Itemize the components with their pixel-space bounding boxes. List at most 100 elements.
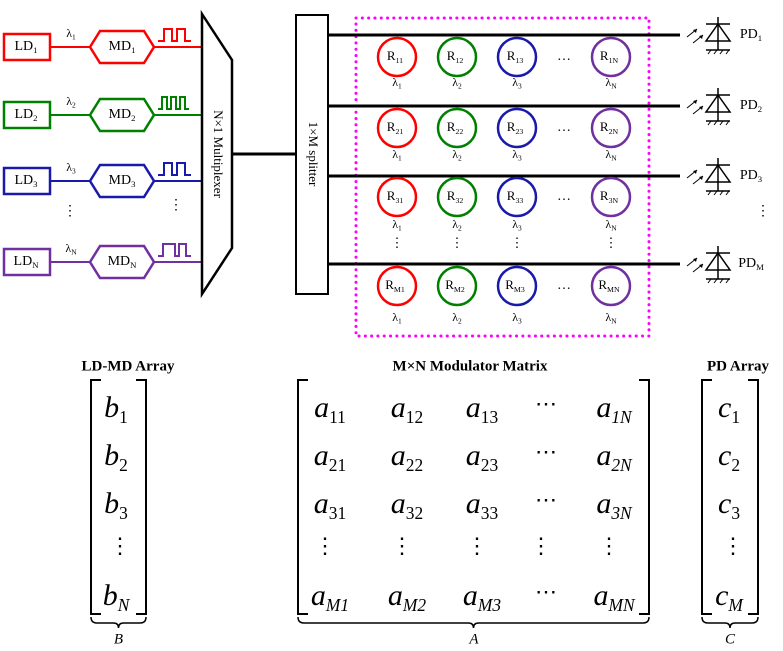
matrix-ellipsis: ⋮ xyxy=(391,533,413,558)
ground-hatch xyxy=(707,120,712,126)
wavelength-label: λ1 xyxy=(66,26,76,42)
photodiode-icon xyxy=(704,22,732,42)
laser-diode-label: LDN xyxy=(14,254,40,270)
ground-hatch xyxy=(707,278,712,284)
laser-diode-box xyxy=(2,32,52,62)
matrix-ellipsis: ⋮ xyxy=(598,533,620,558)
photodiode: PDM xyxy=(686,246,764,284)
matrix-entry: b3 xyxy=(104,487,128,523)
ring-modulator xyxy=(376,265,418,307)
ring-wavelength-label: λ1 xyxy=(392,217,402,233)
ring-modulator xyxy=(590,176,632,218)
ring-modulator xyxy=(590,36,632,78)
matrix-entry: bN xyxy=(103,579,131,615)
ring-wavelength-label: λN xyxy=(605,310,617,326)
ring-wavelength-label: λ1 xyxy=(392,147,402,163)
ground-hatch xyxy=(713,278,718,284)
matrix-entry: aM3 xyxy=(463,579,501,615)
ring-row: R11λ1R12λ2R13λ3R1NλN… xyxy=(328,33,680,91)
matrix-ellipsis: ⋮ xyxy=(530,533,552,558)
ring-row: R31λ1R32λ2R33λ3R3NλN… xyxy=(328,174,680,233)
ring-label: RM3 xyxy=(505,277,525,294)
left-bracket xyxy=(90,379,101,615)
ring-wavelength-label: λN xyxy=(605,217,617,233)
brace-label: C xyxy=(725,631,736,647)
matrix-ellipsis: ⋯ xyxy=(535,439,557,464)
matrix-entry: aMN xyxy=(593,579,635,615)
ring-wavelength-label: λ2 xyxy=(452,147,462,163)
left-bracket xyxy=(297,379,308,615)
ring-wavelength-label: λ2 xyxy=(452,310,462,326)
arrowhead xyxy=(693,29,697,33)
matrix-entry: c1 xyxy=(718,391,740,427)
photodiode-icon xyxy=(704,163,732,183)
modulator-array-frame xyxy=(354,16,651,338)
splitter-label: 1×M splitter xyxy=(306,122,321,187)
matrix-entry: c3 xyxy=(718,487,740,523)
matrix-ellipsis: ⋯ xyxy=(535,579,557,604)
ring-label: R3N xyxy=(600,188,619,205)
ground-hatch xyxy=(713,190,718,196)
ring-wavelength-label: λN xyxy=(605,147,617,163)
matrix-entry: a33 xyxy=(466,487,499,523)
ring-ellipsis: … xyxy=(557,49,571,64)
ring-label: R23 xyxy=(507,119,524,136)
arrowhead xyxy=(699,35,703,39)
ring-label: R21 xyxy=(387,119,404,136)
matrix-heading: M×N Modulator Matrix xyxy=(393,358,548,374)
wavelength-label: λ2 xyxy=(66,94,76,110)
photodiode: PD3 xyxy=(686,158,762,196)
row-ellipsis: ⋮ xyxy=(391,235,404,250)
modulated-pulse-icon xyxy=(158,243,191,257)
ring-label: R13 xyxy=(507,48,524,65)
ring-modulator xyxy=(496,265,538,307)
ring-label: R2N xyxy=(600,119,619,136)
matrix-entry: a2N xyxy=(596,439,633,475)
ring-wavelength-label: λ1 xyxy=(392,75,402,91)
laser-diode-label: LD3 xyxy=(14,173,37,189)
wavelength-label: λN xyxy=(65,241,77,257)
matrix-ellipsis: ⋯ xyxy=(535,487,557,512)
ring-wavelength-label: λ1 xyxy=(392,310,402,326)
photodiode-icon xyxy=(704,93,732,113)
photodiode-label: PD1 xyxy=(740,27,762,43)
multiplexer: N×1 Multiplexer xyxy=(200,9,234,299)
ring-label: R11 xyxy=(387,48,403,65)
matrix-entry: b1 xyxy=(104,391,128,427)
ring-ellipsis: … xyxy=(557,189,571,204)
ring-modulator xyxy=(436,265,478,307)
ring-row: RM1λ1RM2λ2RM3λ3RMNλN… xyxy=(328,262,680,326)
matrix-entry: a1N xyxy=(596,391,633,427)
brace-label: B xyxy=(114,631,123,647)
matrix-heading: PD Array xyxy=(707,358,770,374)
ground-hatch xyxy=(719,278,724,284)
source-ellipsis: ⋮ xyxy=(63,204,77,219)
arrowhead xyxy=(699,106,703,110)
modulated-pulse-icon xyxy=(158,28,191,42)
ring-modulator xyxy=(436,176,478,218)
ground-hatch xyxy=(719,190,724,196)
arrowhead xyxy=(699,176,703,180)
arrowhead xyxy=(693,170,697,174)
ring-wavelength-label: λ3 xyxy=(512,75,522,91)
ring-label: R31 xyxy=(387,188,404,205)
matrix-entry: cM xyxy=(715,579,744,615)
ring-modulator xyxy=(496,176,538,218)
matrix-entry: b2 xyxy=(104,439,128,475)
ring-label: RMN xyxy=(598,277,620,294)
ring-ellipsis: … xyxy=(557,120,571,135)
matrix-entry: c2 xyxy=(718,439,740,475)
underbrace xyxy=(297,616,650,629)
ring-ellipsis: … xyxy=(557,278,571,293)
ring-label: RM2 xyxy=(445,277,465,294)
matrix-entry: a13 xyxy=(466,391,499,427)
ring-label: R33 xyxy=(507,188,524,205)
matrix-entry: a21 xyxy=(314,439,346,475)
laser-diode-label: LD1 xyxy=(14,39,37,55)
ring-modulator xyxy=(590,265,632,307)
